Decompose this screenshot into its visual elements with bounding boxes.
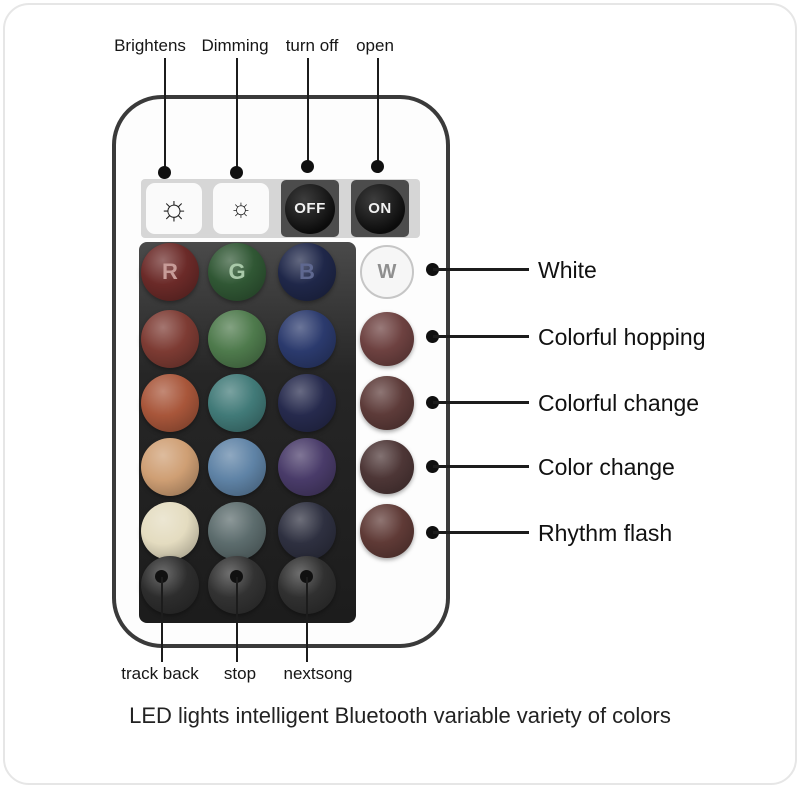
leader-dot <box>426 263 439 276</box>
leader-line <box>377 58 379 164</box>
brightness-down-button: ☼ <box>213 183 269 234</box>
annotation-colorful-change: Colorful change <box>538 390 700 416</box>
leader-line <box>236 577 238 662</box>
color-button <box>278 438 336 496</box>
leader-dot <box>300 570 313 583</box>
leader-line <box>433 335 529 338</box>
color-button <box>141 502 199 560</box>
color-change-button <box>360 440 414 494</box>
annotation-stop: stop <box>223 664 257 683</box>
color-button <box>208 502 266 560</box>
annotation-color-change: Color change <box>538 454 675 480</box>
leader-dot <box>158 166 171 179</box>
leader-dot <box>230 166 243 179</box>
sun-large-icon: ☼ <box>158 189 190 227</box>
leader-dot <box>426 330 439 343</box>
leader-line <box>433 401 529 404</box>
leader-dot <box>426 396 439 409</box>
blue-button: B <box>278 243 336 301</box>
caption: LED lights intelligent Bluetooth variabl… <box>129 703 671 728</box>
leader-dot <box>230 570 243 583</box>
annotation-nextsong: nextsong <box>283 664 353 683</box>
leader-line <box>433 465 529 468</box>
annotation-brightens: Brightens <box>114 36 186 55</box>
annotation-dimming: Dimming <box>201 36 269 55</box>
colorful-hopping-button <box>360 312 414 366</box>
color-button <box>208 310 266 368</box>
color-button <box>278 374 336 432</box>
green-button: G <box>208 243 266 301</box>
leader-line <box>307 58 309 164</box>
color-button <box>208 374 266 432</box>
leader-dot <box>426 460 439 473</box>
annotation-white: White <box>538 257 597 283</box>
leader-line <box>433 531 529 534</box>
track-back-button <box>141 556 199 614</box>
annotation-track-back: track back <box>121 664 199 683</box>
leader-dot <box>371 160 384 173</box>
color-button <box>278 310 336 368</box>
brightness-up-button: ☼ <box>146 183 202 234</box>
leader-dot <box>426 526 439 539</box>
annotation-turn-off: turn off <box>285 36 339 55</box>
rhythm-flash-button <box>360 504 414 558</box>
color-button <box>141 374 199 432</box>
color-button <box>141 438 199 496</box>
red-button: R <box>141 243 199 301</box>
leader-line <box>236 58 238 170</box>
off-button-patch: OFF <box>281 180 339 237</box>
sun-small-icon: ☼ <box>229 194 253 222</box>
color-button <box>208 438 266 496</box>
leader-line <box>164 58 166 170</box>
leader-line <box>306 577 308 662</box>
image-border <box>3 3 797 785</box>
on-button-patch: ON <box>351 180 409 237</box>
leader-line <box>433 268 529 271</box>
color-button <box>141 310 199 368</box>
white-button: W <box>360 245 414 299</box>
colorful-change-button <box>360 376 414 430</box>
color-button <box>278 502 336 560</box>
leader-dot <box>301 160 314 173</box>
off-button: OFF <box>285 183 335 234</box>
leader-dot <box>155 570 168 583</box>
annotation-colorful-hopping: Colorful hopping <box>538 324 706 350</box>
on-button: ON <box>355 183 405 234</box>
annotation-rhythm-flash: Rhythm flash <box>538 520 673 546</box>
leader-line <box>161 577 163 662</box>
annotation-open: open <box>356 36 394 55</box>
